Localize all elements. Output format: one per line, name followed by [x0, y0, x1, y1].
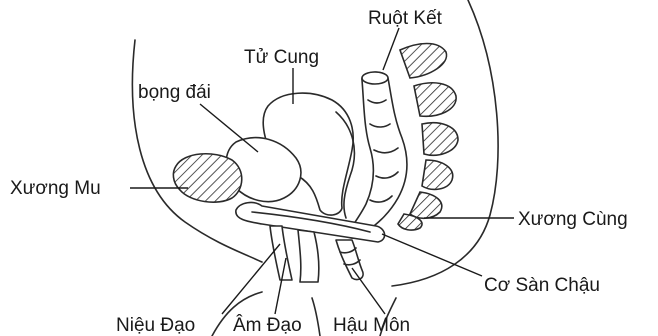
- label-am-dao: Âm Đạo: [233, 314, 302, 336]
- leader-bong-dai: [200, 104, 258, 152]
- label-bong-dai: bọng đái: [138, 82, 211, 103]
- label-nieu-dao: Niệu Đạo: [116, 315, 195, 336]
- pubic-bone: [173, 154, 241, 202]
- leader-hau-mon: [352, 268, 385, 314]
- label-tu-cung: Tử Cung: [244, 47, 319, 68]
- label-xuong-mu: Xương Mu: [10, 178, 101, 199]
- sacrum: [398, 44, 458, 231]
- label-xuong-cung: Xương Cùng: [518, 209, 628, 230]
- label-hau-mon: Hậu Môn: [333, 315, 410, 336]
- label-ruot-ket: Ruột Kết: [368, 8, 443, 29]
- leader-ruot-ket: [383, 28, 399, 70]
- label-co-san-chau: Cơ Sàn Chậu: [484, 275, 600, 296]
- leader-nieu-dao: [222, 244, 280, 314]
